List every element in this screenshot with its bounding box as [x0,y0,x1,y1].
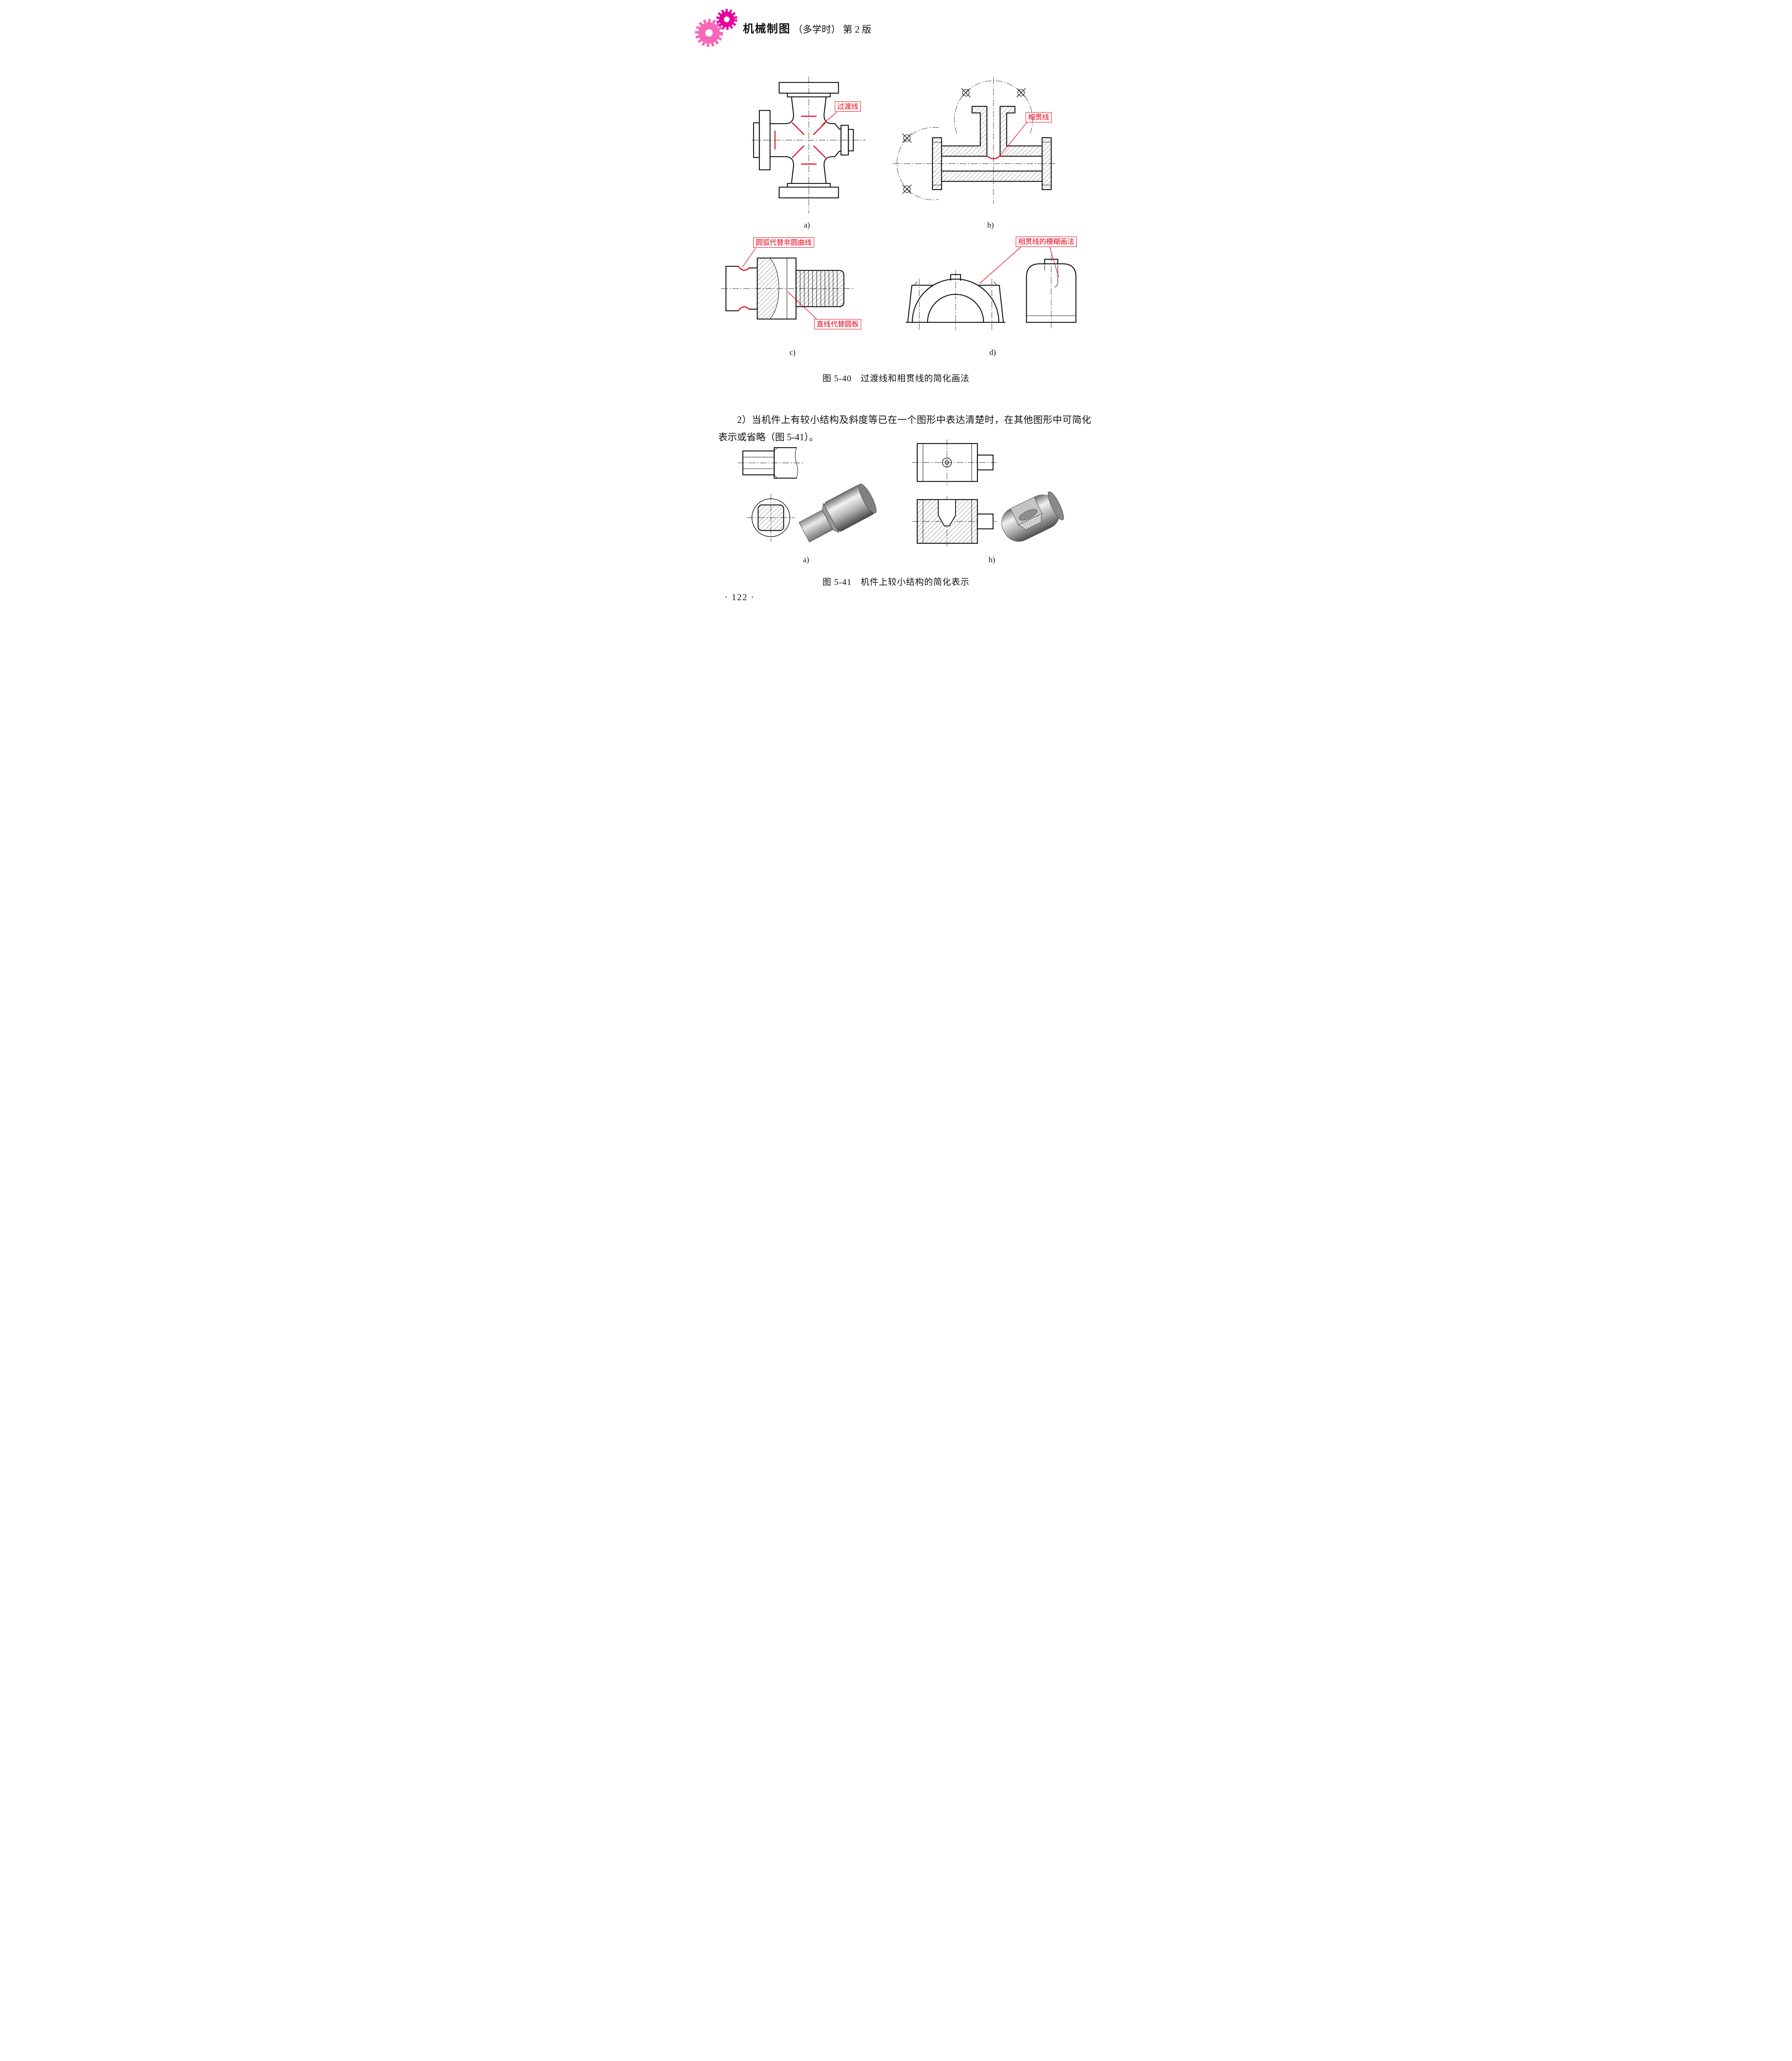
section-hatching [757,258,779,319]
figure-5-41-sublabel-b: b) [989,556,995,564]
break-line [795,447,798,479]
transition-line-leader [821,112,837,126]
figure-5-40d-drawing [905,246,1077,330]
annotation-arc-replaces-curve: 圆弧代替非圆曲线 [753,237,814,248]
gears-logo-icon [695,9,737,47]
book-title-suffix: （多学时） 第 2 版 [793,24,871,35]
figure-5-40-sublabel-d: d) [989,348,996,357]
fuzzy-leader-right [1049,246,1059,277]
figure-5-40b-drawing [893,77,1057,204]
figure-5-41-caption: 图 5-41 机件上较小结构的简化表示 [822,577,970,587]
figure-5-40c-drawing [721,248,853,320]
figure-5-40-caption: 图 5-40 过渡线和相贯线的简化画法 [822,373,970,383]
figure-5-40-sublabel-c: c) [789,348,796,357]
section-hatching [932,106,1051,190]
figure-5-41-sublabel-a: a) [803,556,809,564]
square-end-section [757,504,784,531]
body-paragraph: 2）当机件上有较小结构及斜度等已在一个图形中表达清楚时，在其他图形中可简化表示或… [718,415,1091,442]
annotation-fuzzy-intersection: 相贯线的模糊画法 [1016,237,1077,247]
arc-replacement-leader [742,248,756,268]
knurled-grip-section [796,270,844,307]
annotation-transition-line: 过渡线 [835,101,861,112]
publisher-logo [693,8,740,48]
annotation-intersection-line: 相贯线 [1026,112,1052,123]
figure-5-41a-drawing [738,447,877,542]
fuzzy-intersection-line [1054,265,1058,288]
arc-replacement-mark-bottom [737,306,750,312]
straight-line-leader [787,291,817,319]
figure-5-40-sublabel-a: a) [804,221,810,230]
book-title: 机械制图（多学时） 第 2 版 [743,20,871,36]
bolt-circle-arc-top [954,80,1033,134]
bolt-hole-symbols [902,88,1026,194]
shaft-3d-pictorial [799,484,877,542]
figure-5-41b-drawing [912,439,1064,547]
annotation-straight-line-replaces-plate: 直线代替圆板 [814,319,861,330]
dome-top-boss [950,274,961,281]
intersection-line-leader [998,122,1028,158]
part-3d-cutaway-pictorial [1001,491,1064,542]
page-number: · 122 · [725,592,755,602]
arc-replacement-mark-top [737,265,750,271]
book-page: 机械制图（多学时） 第 2 版 [672,0,1120,633]
transition-lines-marks [774,115,826,165]
small-hole [942,458,952,467]
figure-5-40a-drawing [752,77,866,214]
fuzzy-leader-left [979,246,1022,284]
bolt-circle-arc-left [897,127,939,200]
figure-5-40-sublabel-b: b) [987,221,994,230]
book-title-main: 机械制图 [743,23,791,35]
gear-small-icon [716,9,737,30]
slot-profile [938,499,956,526]
gear-large-icon [695,19,723,47]
